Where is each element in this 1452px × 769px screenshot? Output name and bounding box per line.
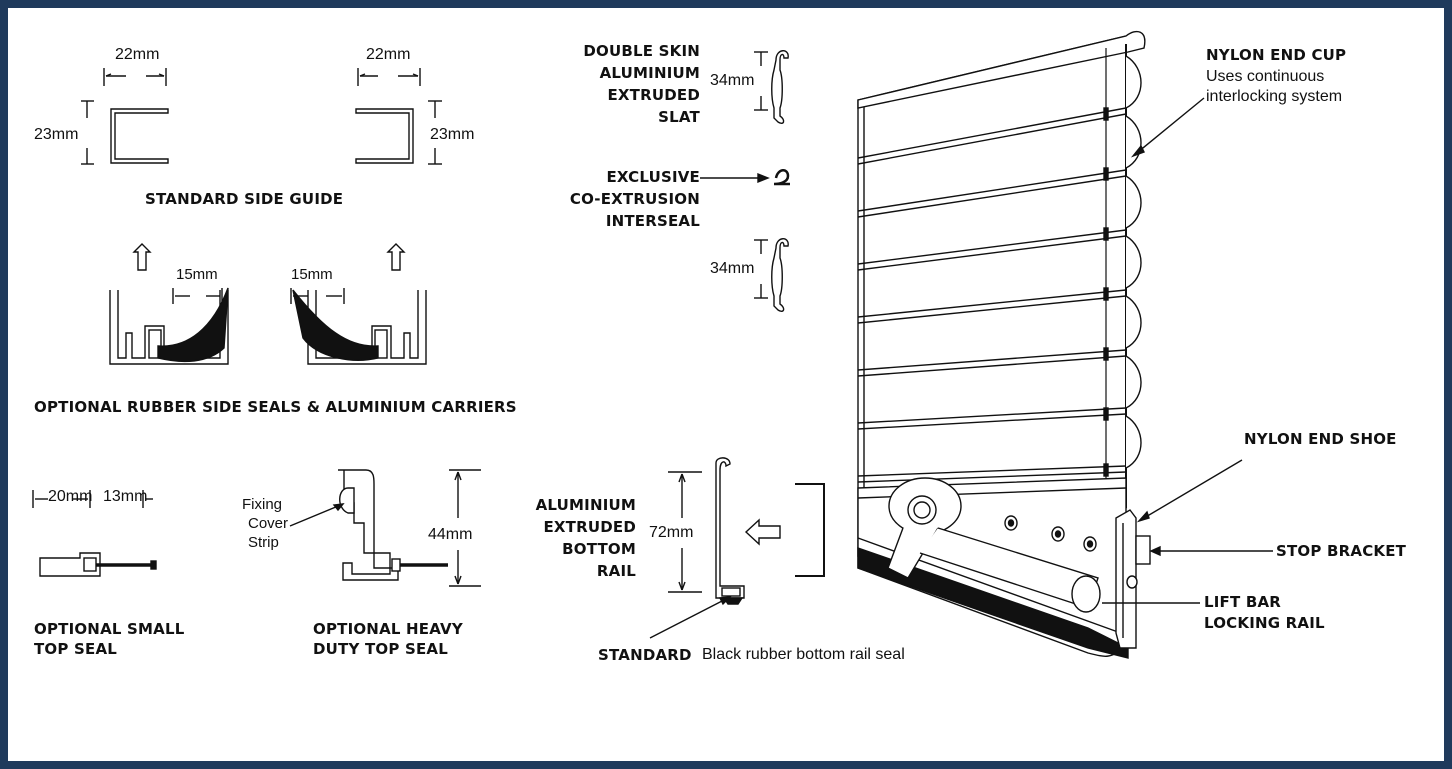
bottom-rail-assembly <box>857 477 1129 659</box>
standard-label: STANDARD <box>598 646 692 664</box>
stop-bracket-title: STOP BRACKET <box>1276 542 1407 560</box>
bottom-rail-height: 72mm <box>649 524 694 541</box>
side-guide-height-right: 23mm <box>430 126 475 143</box>
slat-label-2: ALUMINIUM <box>599 64 700 82</box>
interseal-label-3: INTERSEAL <box>605 212 700 230</box>
leader-lines <box>1102 97 1273 604</box>
bottom-rail-label-2: EXTRUDED <box>543 518 636 536</box>
slat-label-4: SLAT <box>658 108 700 126</box>
end-shoe-shape <box>1115 509 1151 649</box>
small-top-seal-dim-a: 20mm <box>48 488 93 505</box>
lift-bar-label-1: LIFT BAR <box>1204 593 1282 611</box>
end-cup-desc-1: Uses continuous <box>1206 68 1325 85</box>
end-cup-title: NYLON END CUP <box>1206 46 1347 64</box>
fixing-label-2: Cover <box>248 515 289 532</box>
heavy-top-seal-height: 44mm <box>428 526 473 543</box>
side-seal-left-shape <box>109 243 229 365</box>
side-seal-dim-left: 15mm <box>176 266 218 283</box>
heavy-top-seal-title-2: DUTY TOP SEAL <box>313 640 448 658</box>
slat-height-bottom: 34mm <box>710 260 755 277</box>
slat-label-3: EXTRUDED <box>607 86 700 104</box>
small-top-seal-title-1: OPTIONAL SMALL <box>34 620 185 638</box>
diagram-drawing <box>32 30 1273 659</box>
side-guide-left-shape <box>81 68 169 165</box>
interseal-shape <box>700 169 790 186</box>
shutter-top-edge <box>857 30 1146 109</box>
side-seal-title: OPTIONAL RUBBER SIDE SEALS & ALUMINIUM C… <box>34 398 517 416</box>
slat-height-top: 34mm <box>710 72 755 89</box>
diagram-frame: 22mm 22mm 23mm 23mm STANDARD SIDE GUIDE … <box>8 8 1444 761</box>
side-guide-width-right: 22mm <box>366 46 411 63</box>
side-guide-title: STANDARD SIDE GUIDE <box>145 190 344 208</box>
lift-bar-label-2: LOCKING RAIL <box>1204 614 1325 632</box>
bottom-rail-profile <box>649 457 825 639</box>
bottom-rail-label-3: BOTTOM <box>562 540 636 558</box>
shutter-body <box>857 35 1127 557</box>
side-guide-right-shape <box>355 68 442 165</box>
side-guide-width-left: 22mm <box>115 46 160 63</box>
standard-description: Black rubber bottom rail seal <box>702 646 905 663</box>
slat-profile-bottom <box>754 238 789 313</box>
slat-label-1: DOUBLE SKIN <box>583 42 700 60</box>
slat-profile-top <box>754 50 789 125</box>
interseal-label-1: EXCLUSIVE <box>606 168 700 186</box>
small-top-seal-dim-b: 13mm <box>103 488 148 505</box>
heavy-top-seal-shape <box>289 469 481 587</box>
small-top-seal-title-2: TOP SEAL <box>34 640 118 658</box>
side-guide-height-left: 23mm <box>34 126 79 143</box>
bottom-rail-label-4: RAIL <box>596 562 636 580</box>
end-cup-desc-2: interlocking system <box>1206 88 1343 105</box>
heavy-top-seal-title-1: OPTIONAL HEAVY <box>313 620 463 638</box>
bottom-rail-label-1: ALUMINIUM <box>535 496 636 514</box>
interseal-label-2: CO-EXTRUSION <box>569 190 700 208</box>
fixing-label-1: Fixing <box>242 496 283 513</box>
side-seal-right-shape <box>290 243 427 365</box>
fixing-label-3: Strip <box>248 534 279 551</box>
end-shoe-title: NYLON END SHOE <box>1244 430 1397 448</box>
small-top-seal-shape <box>32 490 157 577</box>
side-seal-dim-right: 15mm <box>291 266 333 283</box>
